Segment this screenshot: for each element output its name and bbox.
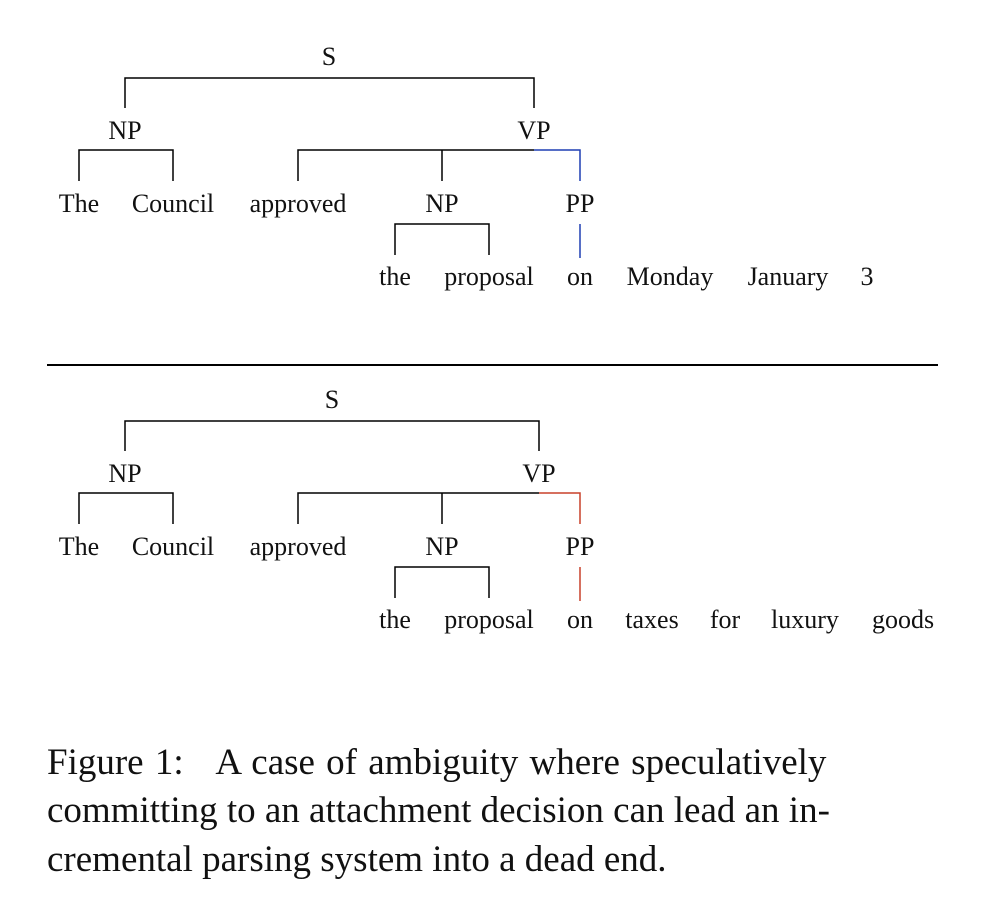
tree2-node-s: S [325, 385, 339, 414]
tree2-word-proposal: proposal [444, 605, 534, 634]
parse-tree-2: S NP VP NP PP The Council approved the p… [59, 385, 934, 634]
caption-line-2: committing to an attachment decision can… [47, 790, 830, 831]
tree1-pp-attachment [534, 149, 581, 181]
tree1-node-np-obj: NP [425, 189, 458, 218]
tree2-node-vp: VP [522, 459, 555, 488]
tree2-word-the: The [59, 532, 99, 561]
tree1-np-obj-branch [394, 223, 490, 255]
tree1-word-council: Council [132, 189, 214, 218]
caption-line-3: cremental parsing system into a dead end… [47, 839, 667, 880]
tree2-word-council: Council [132, 532, 214, 561]
tree1-node-s: S [322, 42, 336, 71]
tree2-node-np-subj: NP [108, 459, 141, 488]
tree2-word-the-2: the [379, 605, 411, 634]
tree2-vp-branch [297, 492, 539, 524]
tree1-word-approved: approved [250, 189, 347, 218]
tree1-word-proposal: proposal [444, 262, 534, 291]
tree2-node-np-obj: NP [425, 532, 458, 561]
tree1-word-the: The [59, 189, 99, 218]
tree1-vp-branch [297, 149, 534, 181]
tree2-pp-attachment [539, 492, 581, 524]
tree1-node-np-subj: NP [108, 116, 141, 145]
parse-tree-1: S NP VP NP PP The Council approved the p… [59, 42, 874, 291]
tree2-word-for: for [710, 605, 741, 634]
tree2-word-approved: approved [250, 532, 347, 561]
tree1-node-vp: VP [517, 116, 550, 145]
tree1-word-on: on [567, 262, 593, 291]
tree2-node-pp: PP [566, 532, 595, 561]
tree2-word-goods: goods [872, 605, 934, 634]
tree1-node-pp: PP [566, 189, 595, 218]
tree2-word-luxury: luxury [771, 605, 839, 634]
tree1-word-monday: Monday [627, 262, 714, 291]
tree2-np-subj-branch [78, 492, 174, 524]
tree1-word-3: 3 [861, 262, 874, 291]
tree1-s-branch [124, 77, 535, 108]
tree1-word-the-2: the [379, 262, 411, 291]
tree1-np-subj-branch [78, 149, 174, 181]
tree2-word-taxes: taxes [625, 605, 678, 634]
tree1-word-january: January [748, 262, 829, 291]
tree2-word-on: on [567, 605, 593, 634]
tree2-s-branch [124, 420, 540, 451]
caption-line-1: Figure 1: A case of ambiguity where spec… [47, 742, 827, 783]
tree2-np-obj-branch [394, 566, 490, 598]
